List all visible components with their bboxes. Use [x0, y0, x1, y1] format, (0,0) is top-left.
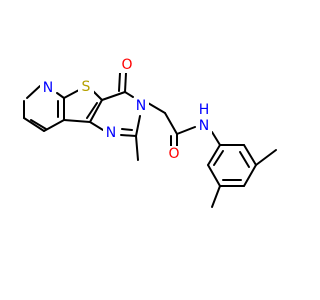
bond	[211, 131, 221, 146]
bond	[243, 144, 257, 166]
atom-label-o: O	[168, 146, 179, 162]
bond	[63, 119, 91, 123]
bond	[86, 102, 98, 119]
bond	[30, 119, 47, 130]
molecule-structure-diagram: N S O N N O N H	[23, 57, 277, 208]
bond	[26, 85, 41, 99]
bond	[101, 91, 126, 101]
atom-label-s: S	[82, 79, 91, 95]
bond	[135, 115, 141, 137]
bond	[207, 164, 221, 187]
atom-label-n: N	[106, 125, 116, 141]
atom-label-n: N	[136, 98, 146, 114]
bond	[56, 92, 65, 99]
bond	[89, 99, 103, 123]
atom-label-layer: N S O N N O N H	[40, 57, 212, 162]
bond	[207, 144, 221, 166]
bond	[147, 102, 166, 114]
bond	[118, 72, 121, 92]
bond	[135, 135, 139, 161]
bond	[211, 185, 221, 208]
atom-label-o: O	[121, 57, 132, 73]
bond	[239, 151, 250, 168]
bond	[213, 150, 224, 166]
bond	[120, 134, 137, 137]
bond	[89, 121, 104, 131]
bond	[124, 91, 134, 98]
bond	[23, 117, 45, 132]
bond	[255, 149, 277, 166]
atom-label-n: N	[199, 118, 209, 134]
bond	[176, 126, 196, 135]
bond	[124, 72, 127, 93]
bond	[121, 128, 133, 131]
bond	[164, 112, 178, 135]
atom-label-n: N	[43, 80, 53, 96]
atom-label-h: H	[199, 102, 210, 118]
bond	[63, 89, 80, 99]
bond	[43, 119, 65, 132]
bond	[243, 164, 257, 187]
bond-layer	[23, 72, 277, 208]
